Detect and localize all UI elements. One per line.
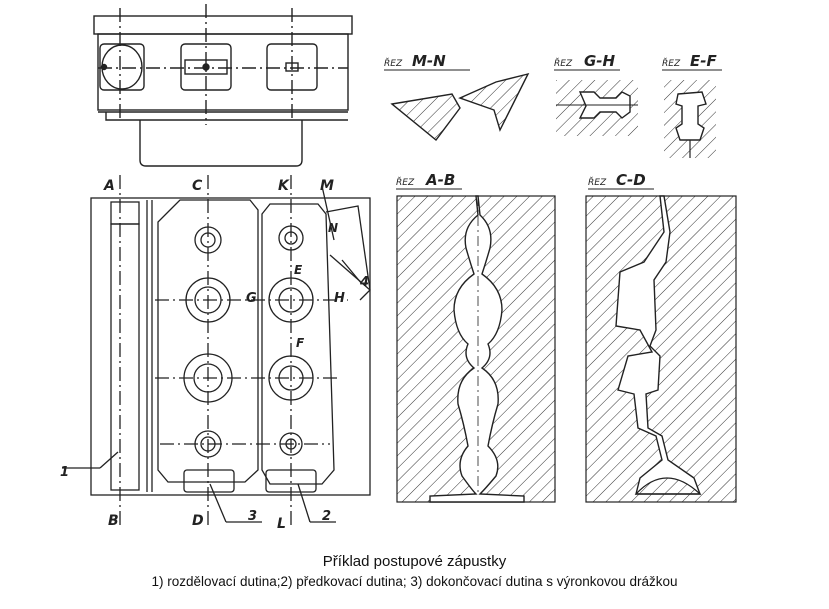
cut-label-c: C bbox=[192, 178, 203, 194]
cut-label-n: N bbox=[328, 221, 338, 235]
section-cd-prefix: ŘEZ bbox=[588, 176, 607, 188]
section-ab: ŘEZ A-B bbox=[396, 171, 556, 503]
cut-label-f: F bbox=[296, 336, 305, 350]
top-view bbox=[93, 4, 353, 167]
front-view bbox=[62, 175, 371, 525]
cut-label-l: L bbox=[277, 516, 286, 532]
cut-label-a: A bbox=[103, 178, 115, 194]
callout-3: 3 bbox=[248, 509, 257, 524]
section-ef-name: E-F bbox=[690, 52, 717, 70]
section-ab-prefix: ŘEZ bbox=[396, 176, 415, 188]
section-ef-prefix: ŘEZ bbox=[662, 57, 681, 69]
cut-label-g: G bbox=[246, 291, 257, 306]
cut-label-h: H bbox=[334, 291, 345, 306]
section-cd: ŘEZ C-D bbox=[585, 171, 737, 503]
cut-label-m: M bbox=[320, 178, 334, 194]
cut-label-b: B bbox=[108, 513, 119, 529]
caption-subtitle: 1) rozdělovací dutina;2) předkovací duti… bbox=[151, 574, 678, 589]
section-mn-name: M-N bbox=[412, 52, 446, 70]
section-gh-name: G-H bbox=[584, 52, 616, 70]
caption-title: Příklad postupové zápustky bbox=[322, 553, 507, 570]
callout-4: 4 bbox=[359, 275, 369, 290]
section-cd-name: C-D bbox=[616, 171, 646, 189]
section-mn-prefix: ŘEZ bbox=[384, 57, 403, 69]
section-mn: ŘEZ M-N bbox=[384, 52, 530, 142]
callout-1: 1 bbox=[60, 465, 69, 480]
cut-label-k: K bbox=[278, 178, 290, 194]
cut-label-d: D bbox=[192, 513, 204, 529]
cut-label-e: E bbox=[294, 263, 303, 277]
section-gh-prefix: ŘEZ bbox=[554, 57, 573, 69]
section-ab-name: A-B bbox=[425, 171, 455, 189]
callout-2: 2 bbox=[322, 509, 331, 524]
section-ef: ŘEZ E-F bbox=[662, 52, 722, 158]
section-gh: ŘEZ G-H bbox=[554, 52, 638, 136]
